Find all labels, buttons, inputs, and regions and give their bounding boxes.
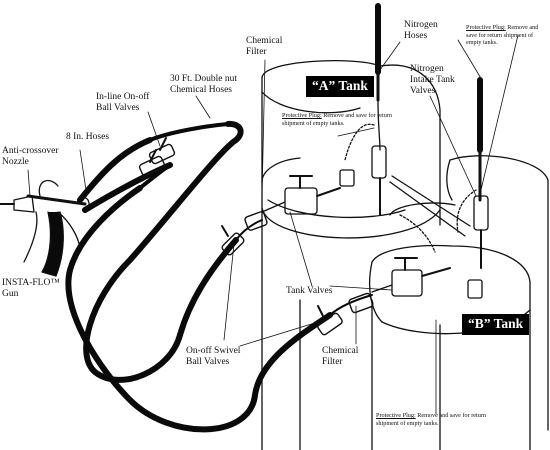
label-tank-valves: Tank Valves — [286, 286, 333, 296]
chemical-hose-drawing — [65, 120, 373, 433]
plug-note-tank-a: Protective Plug: Remove and save for ret… — [282, 112, 392, 127]
plug-note-heading: Protective Plug: — [282, 112, 322, 119]
label-anti-crossover-nozzle: Anti-crossover Nozzle — [2, 146, 59, 167]
plug-note-text: Remove and save for return shipment of e… — [376, 412, 486, 427]
label-double-nut-hoses: 30 Ft. Double nut Chemical Hoses — [170, 74, 238, 95]
right-rear-tank-drawing — [389, 155, 549, 431]
label-chemical-filter-top: Chemical Filter — [246, 36, 283, 57]
tank-valves-drawing — [261, 169, 483, 299]
plug-note-text: Remove and save for return shipment of e… — [282, 112, 392, 127]
label-nitrogen-hoses: Nitrogen Hoses — [404, 20, 438, 41]
nitrogen-hose-drawing — [344, 3, 489, 269]
plug-note-heading: Protective Plug: — [376, 412, 416, 419]
gun-drawing — [0, 179, 90, 277]
tank-a-badge: “A” Tank — [306, 76, 374, 97]
plug-note-nitrogen: Protective Plug: Remove and save for ret… — [466, 24, 550, 47]
label-inline-ball-valves: In-line On-off Ball Valves — [96, 92, 150, 113]
label-nitrogen-intake-valves: Nitrogen Intake Tank Valves — [410, 64, 455, 96]
tank-b-badge: “B” Tank — [462, 314, 530, 335]
plug-note-text: Remove and save for return shipment of e… — [466, 24, 539, 46]
label-8-in-hoses: 8 In. Hoses — [66, 132, 110, 142]
plug-note-tank-b: Protective Plug: Remove and save for ret… — [376, 412, 508, 427]
label-chemical-filter-bottom: Chemical Filter — [322, 346, 359, 367]
leader-lines — [27, 34, 519, 415]
label-swivel-ball-valves: On-off Swivel Ball Valves — [186, 346, 241, 367]
plug-note-heading: Protective Plug: — [466, 24, 506, 31]
inline-fittings-drawing — [138, 137, 374, 336]
label-insta-flo-gun: INSTA-FLO™ Gun — [2, 278, 60, 299]
